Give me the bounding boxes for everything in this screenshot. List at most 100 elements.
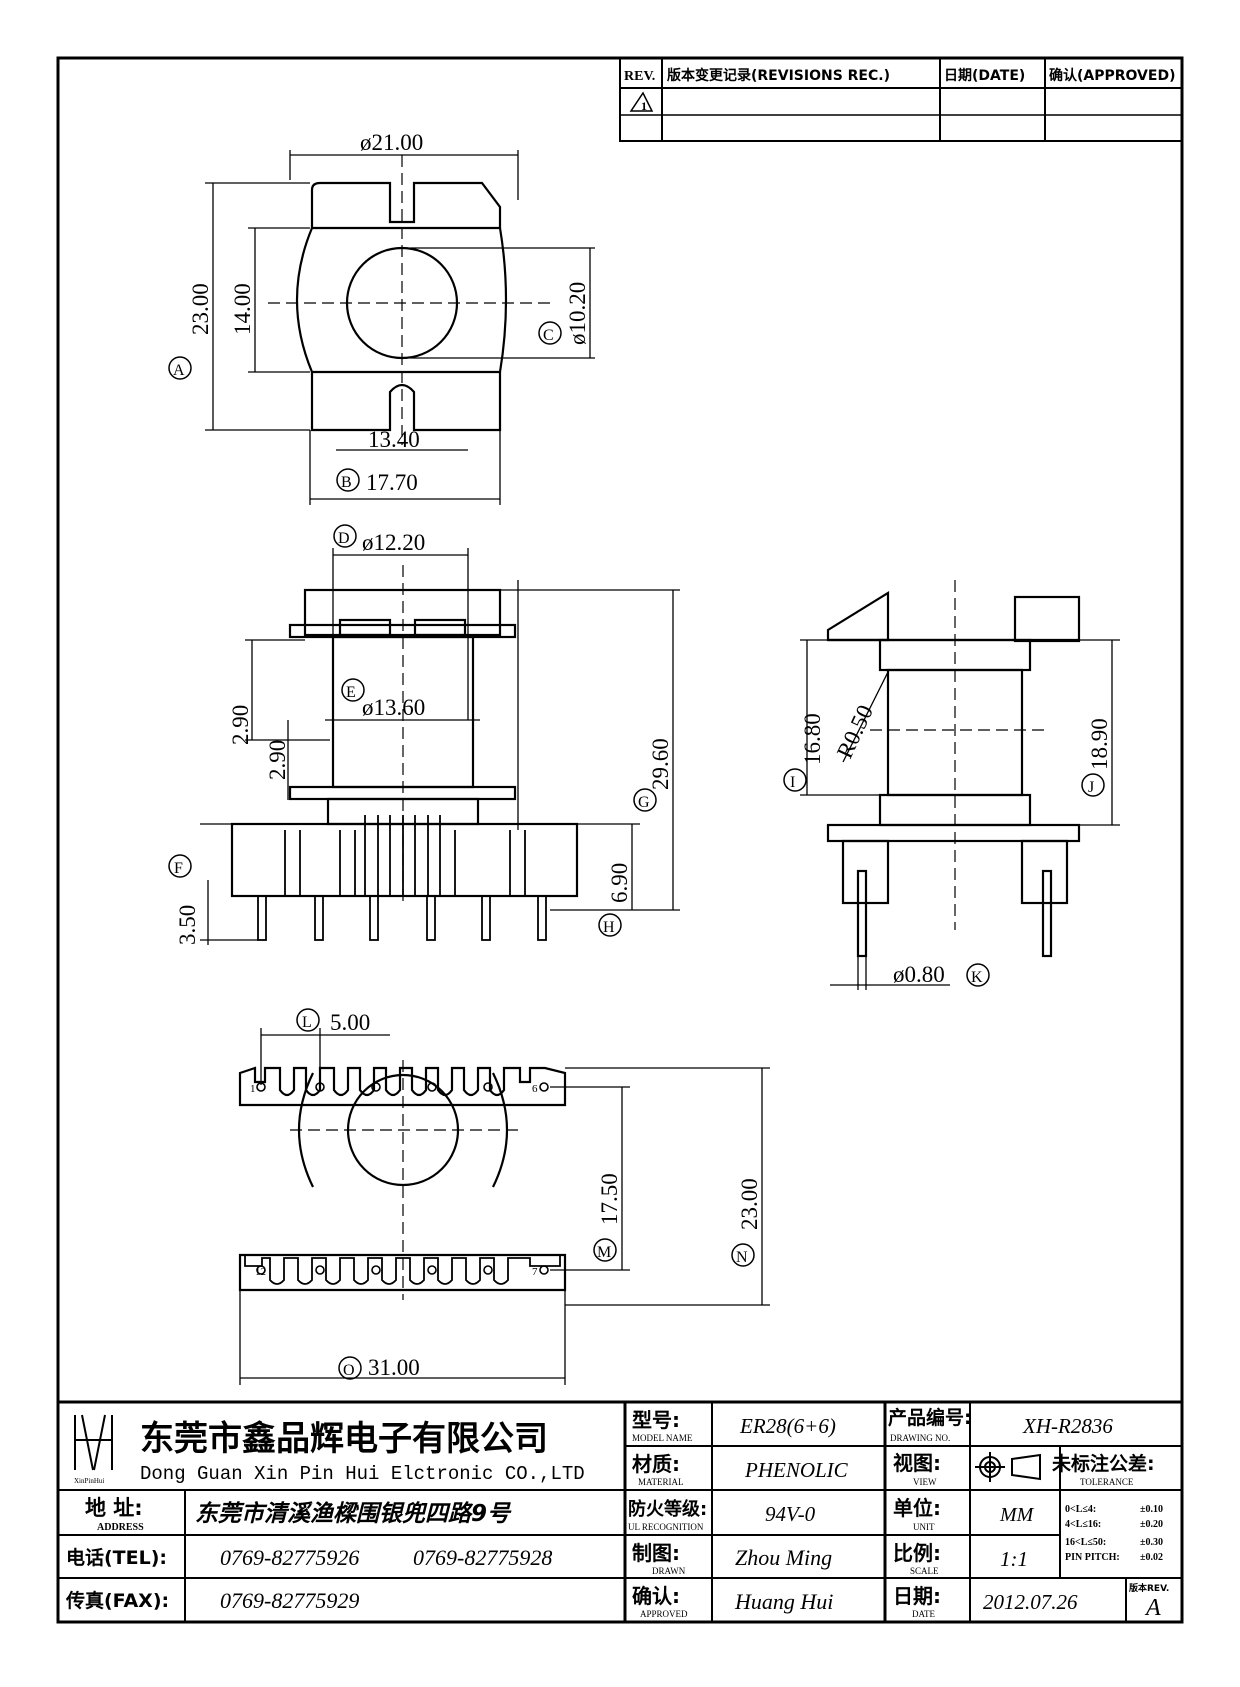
pin-12-label: 12 [255,1266,266,1278]
label-i-icon: I [783,768,807,792]
dim-flange2: 2.90 [265,740,290,780]
svg-text:D: D [338,530,350,547]
tol-range-0: 0<L≤4: [1065,1504,1096,1515]
dim-hole: ø10.20 [565,282,590,345]
label-a-icon: A [168,356,192,380]
model-label: 型号: [632,1408,680,1432]
label-l-icon: L [296,1008,320,1032]
label-n-icon: N [731,1243,755,1267]
dim-depth: 23.00 [737,1178,762,1230]
dim-core-dia: ø13.60 [362,695,425,720]
bottom-view [238,1028,770,1385]
svg-text:H: H [603,919,615,936]
dim-radius: R0.50 [832,701,878,762]
dim-slot: 13.40 [368,427,420,452]
dim-flange1: 2.90 [228,705,253,745]
tolerance-label: 未标注公差: [1051,1452,1155,1475]
label-f-icon: F [168,854,192,878]
side-view [800,580,1120,990]
svg-text:M: M [597,1244,611,1261]
dim-total-height: 29.60 [648,738,673,790]
label-j-icon: J [1081,773,1105,797]
address-label: 地 址: [85,1496,143,1520]
tol-range-1: 4<L≤16: [1065,1519,1101,1530]
dim-side-height-j: 18.90 [1087,718,1112,770]
rev-value: A [1144,1595,1161,1621]
drawn-value: Zhou Ming [735,1545,832,1570]
front-view [200,548,680,945]
company-name-en: Dong Guan Xin Pin Hui Elctronic CO.,LTD [140,1463,585,1485]
svg-text:E: E [346,684,356,701]
tol-value-0: ±0.10 [1140,1504,1163,1515]
unit-label-en: UNIT [913,1522,935,1532]
unit-value: MM [999,1504,1035,1526]
logo-text: XinPinHui [74,1477,104,1485]
svg-text:F: F [174,860,183,877]
dim-inner-height: 14.00 [230,283,255,335]
date-header: 日期(DATE) [944,68,1025,84]
scale-label-en: SCALE [910,1566,939,1576]
dim-pin-pitch: 5.00 [330,1010,370,1035]
ul-label-en: UL RECOGNITION [628,1522,704,1532]
label-h-icon: H [598,913,622,937]
dim-side-height-i: 16.80 [800,713,825,765]
drawn-label-en: DRAWN [652,1566,686,1576]
ul-value: 94V-0 [765,1502,816,1526]
scale-label: 比例: [893,1541,941,1565]
svg-text:N: N [736,1249,748,1266]
svg-text:K: K [971,969,983,986]
fax-value: 0769-82775929 [220,1588,359,1613]
label-d-icon: D [333,524,357,548]
dim-pin-dia: ø0.80 [893,962,945,987]
label-b-icon: B [336,468,360,492]
fax-label: 传真(FAX): [65,1589,169,1612]
revision-table: REV. 版本变更记录(REVISIONS REC.) 日期(DATE) 确认(… [619,57,1183,142]
label-c-icon: C [538,321,562,345]
dim-top-dia: ø12.20 [362,530,425,555]
projection-icon [975,1452,1041,1482]
approved-header: 确认(APPROVED) [1049,67,1175,84]
tel-1: 0769-82775926 [220,1545,359,1570]
svg-text:G: G [638,794,650,811]
tol-value-1: ±0.20 [1140,1519,1163,1530]
label-o-icon: O [338,1356,362,1380]
unit-label: 单位: [893,1496,941,1520]
pin-6-label: 6 [532,1083,538,1095]
svg-text:I: I [790,774,795,791]
tel-label: 电话(TEL): [66,1546,167,1569]
dim-pin-length: 3.50 [175,905,200,945]
tel-2: 0769-82775928 [413,1545,552,1570]
address-value: 东莞市清溪渔樑围银兜四路9号 [195,1500,512,1527]
tol-value-3: ±0.02 [1140,1552,1163,1563]
rev-header: REV. [624,69,655,84]
scale-value: 1:1 [1000,1547,1028,1571]
rev-label: 版本REV. [1128,1582,1169,1594]
date-value: 2012.07.26 [983,1590,1078,1614]
view-label: 视图: [893,1451,941,1475]
date-label: 日期: [893,1584,941,1608]
svg-text:B: B [341,474,352,491]
view-label-en: VIEW [913,1477,937,1487]
ul-label: 防火等级: [628,1498,707,1520]
top-view [205,150,595,505]
dim-row-gap: 17.50 [597,1173,622,1225]
pin-1-label: 1 [250,1083,256,1095]
material-label-en: MATERIAL [638,1477,684,1487]
date-label-en: DATE [912,1609,935,1619]
drawing-no-value: XH-R2836 [1022,1414,1113,1438]
svg-text:J: J [1088,779,1094,796]
rev-triangle-icon: 1 [629,91,654,113]
dim-top-height: 23.00 [188,283,213,335]
dim-top-width: ø21.00 [360,130,423,155]
dim-base-width: 17.70 [366,470,418,495]
label-g-icon: G [633,788,657,812]
label-e-icon: E [341,678,365,702]
material-label: 材质: [632,1452,680,1476]
model-value: ER28(6+6) [739,1414,836,1438]
approved-label-en: APPROVED [640,1609,688,1619]
dim-base-height: 6.90 [607,863,632,903]
model-label-en: MODEL NAME [632,1433,693,1443]
drawn-label: 制图: [632,1541,680,1565]
label-k-icon: K [966,963,990,987]
